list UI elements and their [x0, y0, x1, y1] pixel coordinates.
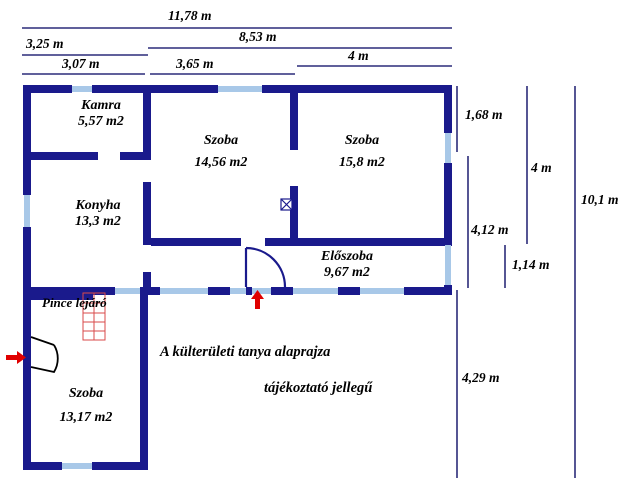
- vertical-dimension-lines: [456, 86, 576, 478]
- room-label-szoba-1: Szoba 14,56 m2: [173, 133, 269, 171]
- room-name-eloszoba: Előszoba: [320, 249, 374, 264]
- cellar-stairs-grid: [82, 292, 106, 341]
- wall-entrance-jamb-bot: [23, 368, 31, 376]
- wall-bottom-main-f: [338, 287, 360, 295]
- room-name-konyha: Konyha: [75, 198, 121, 213]
- dim-label-1-68: 1,68 m: [465, 107, 503, 122]
- dim-label-3-65: 3,65 m: [176, 56, 214, 71]
- room-area-eloszoba: 9,67 m2: [324, 265, 370, 281]
- plan-note-line-1: A külterületi tanya alaprajza: [160, 344, 331, 360]
- room-label-konyha: Konyha 13,3 m2: [52, 198, 144, 230]
- wall-lower-right: [140, 295, 148, 470]
- room-label-szoba-2: Szoba 15,8 m2: [315, 133, 409, 171]
- chimney-symbol: [280, 198, 293, 211]
- room-area-szoba-1: 14,56 m2: [194, 155, 248, 171]
- wall-bottom-main-a: [23, 287, 115, 295]
- dim-label-4m-v: 4 m: [531, 160, 552, 175]
- wall-interior-v2-b: [290, 186, 298, 245]
- room-area-konyha: 13,3 m2: [75, 214, 121, 230]
- dim-label-4m: 4 m: [348, 48, 369, 63]
- entrance-arrows: [6, 290, 264, 364]
- room-name-szoba-1: Szoba: [203, 133, 239, 148]
- wall-interior-v2-a: [290, 85, 298, 150]
- wall-lower-bot-b: [92, 462, 148, 470]
- wall-bottom-main-c: [208, 287, 230, 295]
- wall-left-b: [23, 227, 31, 295]
- wall-right-b: [444, 163, 452, 245]
- cellar-stairs-line1: Pince: [42, 295, 73, 310]
- wall-hall-top-b: [265, 238, 452, 246]
- chimney-x-2: [280, 198, 293, 211]
- room-name-szoba-2: Szoba: [344, 133, 380, 148]
- window-konyha-left: [24, 195, 30, 227]
- walls: [23, 85, 452, 470]
- doors: [244, 246, 287, 288]
- dim-label-3-07: 3,07 m: [62, 56, 100, 71]
- wall-left-a: [23, 85, 31, 195]
- wall-interior-v1-c: [143, 272, 151, 295]
- wall-lower-left: [23, 295, 31, 470]
- window-hall-e: [293, 288, 338, 294]
- window-hall-b: [160, 288, 208, 294]
- window-kamra-top: [72, 86, 92, 92]
- door-hall-entry: [244, 246, 287, 288]
- window-right-lower: [445, 245, 451, 285]
- wall-pince-divider: [31, 293, 93, 300]
- room-area-szoba-3: 13,17 m2: [59, 410, 113, 426]
- room-area-kamra: 5,57 m2: [78, 114, 124, 130]
- window-szoba3-bot: [62, 463, 92, 469]
- wall-bottom-main-g: [404, 287, 452, 295]
- wall-kamra-divider-b: [120, 152, 151, 160]
- room-label-eloszoba: Előszoba 9,67 m2: [292, 249, 402, 281]
- plan-note-line-2: tájékoztató jellegű: [264, 380, 373, 396]
- wall-top-a: [23, 85, 72, 93]
- dim-label-10-1: 10,1 m: [581, 192, 619, 207]
- window-hall-d: [252, 288, 271, 294]
- wall-bottom-main-d: [246, 287, 252, 295]
- door-entrance-left: [30, 336, 59, 374]
- wall-kamra-divider-a: [23, 152, 98, 160]
- room-label-szoba-3: Szoba 13,17 m2: [38, 386, 134, 426]
- wall-right-a: [444, 85, 452, 133]
- window-right-upper: [445, 133, 451, 163]
- cellar-stairs-label: Pince lejáró: [42, 295, 107, 311]
- wall-hall-top-a: [151, 238, 241, 246]
- room-name-kamra: Kamra: [81, 98, 121, 113]
- door-entrance-left-leaf: [30, 336, 59, 374]
- wall-top-c: [262, 85, 452, 93]
- room-area-szoba-2: 15,8 m2: [339, 155, 385, 171]
- dim-label-4-29: 4,29 m: [462, 370, 500, 385]
- window-hall-a: [115, 288, 140, 294]
- dim-label-8-53: 8,53 m: [239, 29, 277, 44]
- dim-label-4-12: 4,12 m: [471, 222, 509, 237]
- dim-label-1-14: 1,14 m: [512, 257, 550, 272]
- dim-label-3-25: 3,25 m: [26, 36, 64, 51]
- entrance-arrow-left: [6, 351, 26, 364]
- wall-entrance-jamb-top: [23, 328, 31, 336]
- entrance-arrow-main: [251, 290, 264, 309]
- dim-label-11-78: 11,78 m: [168, 8, 212, 23]
- wall-top-b: [92, 85, 218, 93]
- window-szoba1-top: [218, 86, 262, 92]
- room-label-kamra: Kamra 5,57 m2: [58, 98, 144, 130]
- wall-lower-bot-a: [23, 462, 62, 470]
- wall-interior-v1-a: [143, 85, 151, 158]
- windows: [24, 86, 451, 469]
- horizontal-dimension-lines: [22, 27, 452, 75]
- wall-bottom-main-e: [271, 287, 293, 295]
- room-name-szoba-3: Szoba: [68, 386, 104, 401]
- window-hall-c: [230, 288, 246, 294]
- window-hall-f: [360, 288, 404, 294]
- cellar-stairs-line2: lejáró: [75, 295, 107, 310]
- wall-interior-v1-b: [143, 182, 151, 245]
